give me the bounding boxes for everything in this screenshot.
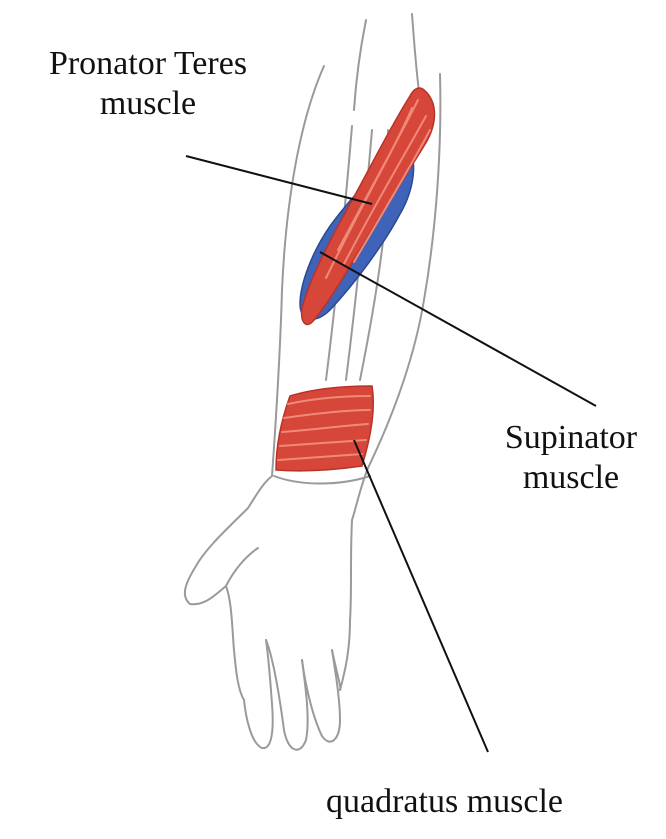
label-pronator-teres: Pronator Teres muscle: [12, 44, 284, 124]
label-pronator-quadratus-text: quadratus muscle: [326, 782, 563, 822]
label-pronator-teres-line2: muscle: [12, 84, 284, 124]
thumb: [226, 548, 258, 586]
label-supinator: Supinator muscle: [486, 418, 656, 498]
pronator-quadratus-muscle: [276, 386, 373, 471]
wrist-line: [274, 476, 370, 484]
leader-line-pronator-teres: [186, 156, 372, 204]
upper-arm-right: [412, 14, 420, 100]
label-supinator-line1: Supinator: [486, 418, 656, 458]
leader-line-supinator: [320, 252, 596, 406]
finger-1: [244, 640, 273, 748]
label-supinator-line2: muscle: [486, 458, 656, 498]
upper-arm-left: [354, 20, 366, 110]
leader-line-pronator-quadratus: [354, 440, 488, 752]
label-pronator-teres-line1: Pronator Teres: [12, 44, 284, 84]
pronator-teres-muscle: [302, 88, 435, 324]
label-pronator-quadratus: quadratus muscle: [326, 782, 563, 822]
